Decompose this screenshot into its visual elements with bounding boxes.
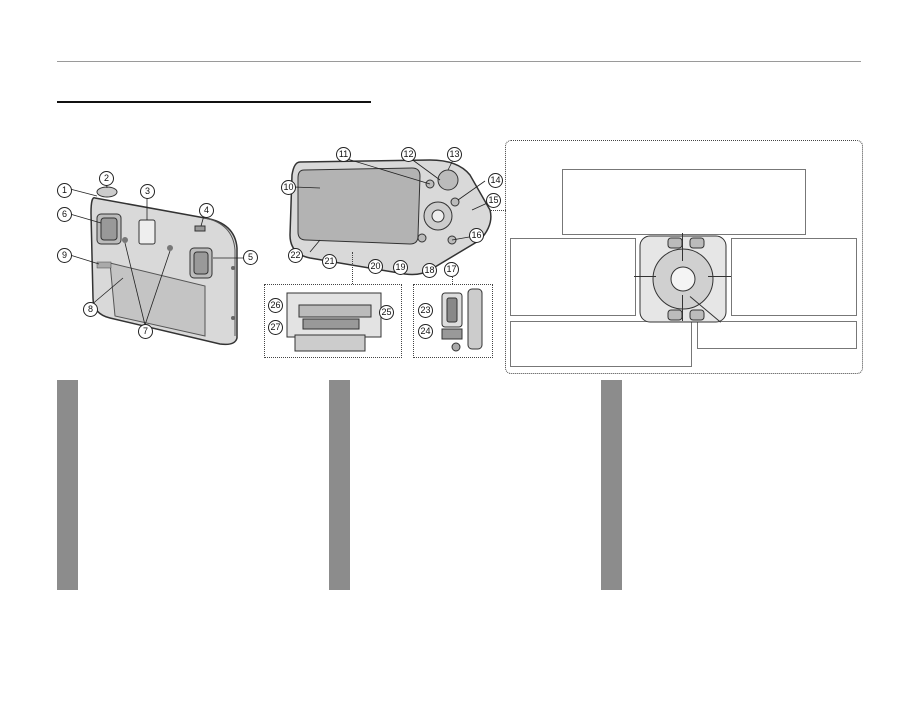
callout-12: 12: [401, 147, 416, 162]
callout-18: 18: [422, 263, 437, 278]
callout-9: 9: [57, 248, 72, 263]
callout-7: 7: [138, 324, 153, 339]
leader-bottom: [682, 295, 683, 321]
leader-top: [682, 233, 683, 261]
callout-15: 15: [486, 193, 501, 208]
callout-26: 26: [268, 298, 283, 313]
selector-label-left: [510, 238, 636, 316]
callout-21: 21: [322, 254, 337, 269]
camera-back-drawing: [289, 157, 495, 276]
callout-23: 23: [418, 303, 433, 318]
callout-16: 16: [469, 228, 484, 243]
selector-button-panel: [505, 140, 863, 374]
selector-label-menu-ok: [697, 321, 857, 349]
callout-1: 1: [57, 183, 72, 198]
callout-22: 22: [288, 248, 303, 263]
callout-14: 14: [488, 173, 503, 188]
camera-front-illustration: [55, 168, 265, 348]
callout-27: 27: [268, 320, 283, 335]
column-bar-2: [329, 380, 350, 590]
callout-3: 3: [140, 184, 155, 199]
panel-link-line: [490, 210, 506, 211]
camera-back-illustration: [280, 140, 505, 280]
battery-chamber-drawing: [286, 292, 382, 352]
callout-19: 19: [393, 260, 408, 275]
callout-5: 5: [243, 250, 258, 265]
callout-24: 24: [418, 324, 433, 339]
callout-8: 8: [83, 302, 98, 317]
top-rule: [57, 61, 861, 62]
callout-17: 17: [444, 262, 459, 277]
callout-13: 13: [447, 147, 462, 162]
battery-link-line: [352, 252, 353, 284]
heading-underline: [57, 101, 371, 103]
leader-left: [634, 276, 656, 277]
selector-dial-drawing-wrap: [638, 234, 728, 324]
connector-drawing: [441, 288, 483, 352]
callout-4: 4: [199, 203, 214, 218]
callout-11: 11: [336, 147, 351, 162]
battery-chamber-detail: [264, 284, 402, 358]
column-bar-1: [57, 380, 78, 590]
leader-right: [708, 276, 731, 277]
selector-dial: [639, 235, 727, 323]
column-bar-3: [601, 380, 622, 590]
callout-2: 2: [99, 171, 114, 186]
callout-10: 10: [281, 180, 296, 195]
callout-6: 6: [57, 207, 72, 222]
callout-20: 20: [368, 259, 383, 274]
selector-label-top: [562, 169, 806, 235]
connector-detail: [413, 284, 493, 358]
selector-label-bottom: [510, 321, 692, 367]
callout-25: 25: [379, 305, 394, 320]
camera-front-drawing: [69, 177, 245, 346]
selector-label-right: [731, 238, 857, 316]
